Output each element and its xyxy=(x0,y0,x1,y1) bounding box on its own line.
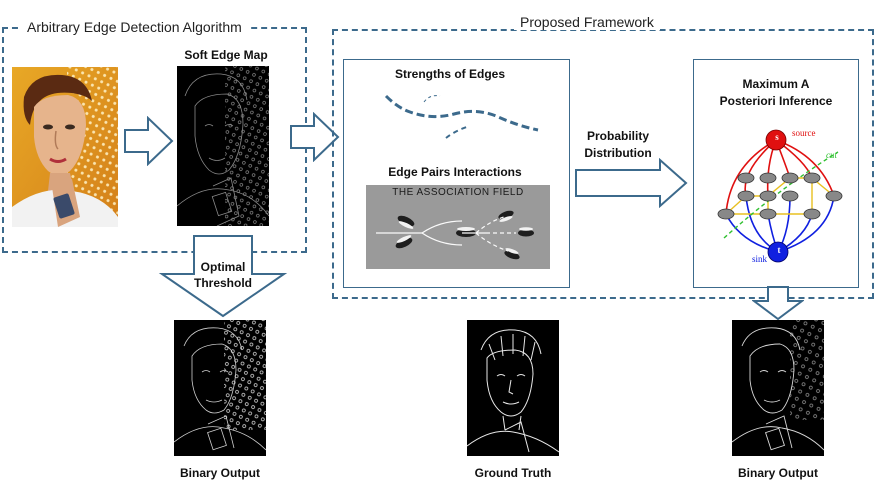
binary-output-left-label: Binary Output xyxy=(180,466,260,480)
soft-edge-map-image xyxy=(177,66,269,226)
binary-output-right-image xyxy=(732,320,824,456)
graph-cut-diagram xyxy=(710,126,850,276)
framework-title: Proposed Framework xyxy=(514,14,660,30)
input-photo xyxy=(12,67,118,227)
threshold-label-2: Threshold xyxy=(193,276,252,290)
association-field-caption: THE ASSOCIATION FIELD xyxy=(392,187,524,198)
ground-truth-label: Ground Truth xyxy=(474,466,552,480)
soft-edge-map-label: Soft Edge Map xyxy=(184,48,268,62)
sink-label: sink xyxy=(752,254,768,264)
threshold-label-1: Optimal xyxy=(200,260,246,274)
arrow-to-framework xyxy=(290,112,340,162)
association-field-image: THE ASSOCIATION FIELD xyxy=(366,185,550,269)
probability-label-2: Distribution xyxy=(584,146,652,160)
sink-node-label: t xyxy=(777,245,781,255)
map-label-2: Posteriori Inference xyxy=(719,94,833,108)
edge-pairs-label: Edge Pairs Interactions xyxy=(388,165,522,179)
arrow-to-soft-edge-map xyxy=(124,116,174,166)
arrow-to-map xyxy=(574,158,688,208)
ground-truth-image xyxy=(467,320,559,456)
cut-label: cut xyxy=(826,150,837,160)
threshold-down-arrow xyxy=(158,234,288,318)
strengths-label: Strengths of Edges xyxy=(394,67,505,81)
binary-output-right-label: Binary Output xyxy=(738,466,818,480)
source-label: source xyxy=(792,128,816,138)
edge-strength-curves xyxy=(380,88,550,148)
edge-detection-title: Arbitrary Edge Detection Algorithm xyxy=(21,19,248,35)
source-node-label: s xyxy=(775,132,779,142)
framework-down-arrow xyxy=(752,285,804,321)
map-label-1: Maximum A xyxy=(742,77,810,91)
framework-box xyxy=(332,29,874,299)
probability-label-1: Probability xyxy=(586,129,649,143)
binary-output-left-image xyxy=(174,320,266,456)
